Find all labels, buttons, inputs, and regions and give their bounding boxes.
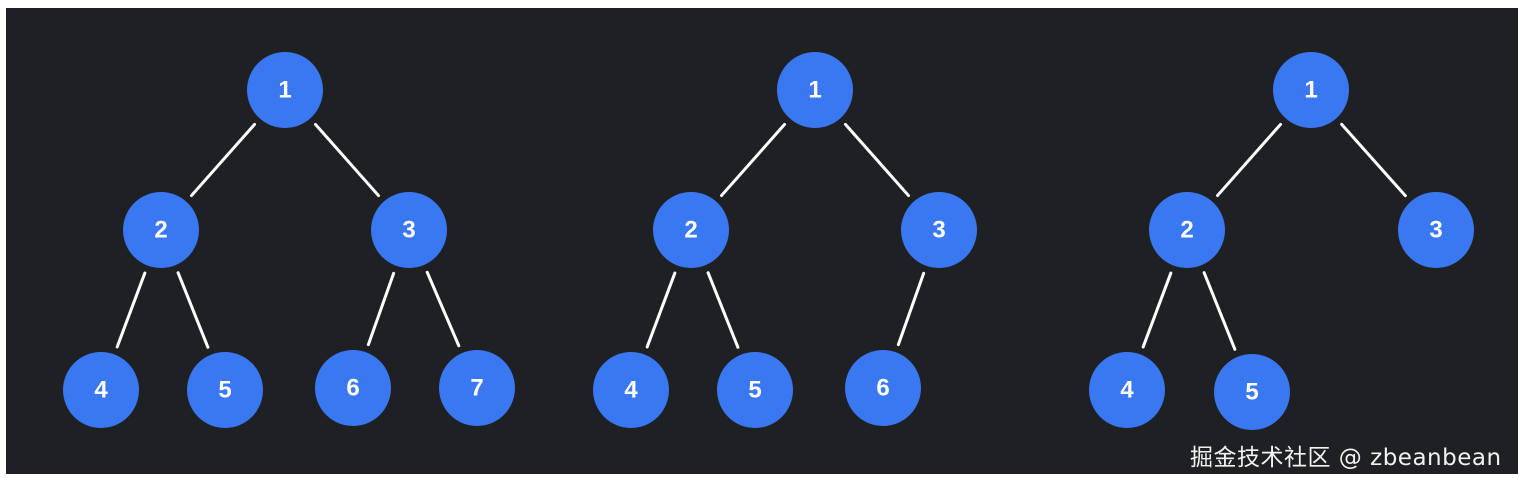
tree-1: 1 2 3 4 5 6 7 xyxy=(63,52,515,428)
node-label: 2 xyxy=(154,216,167,243)
node-circle xyxy=(63,352,139,428)
node-label: 4 xyxy=(624,376,638,403)
edge-2-4 xyxy=(115,271,147,349)
node-label: 7 xyxy=(470,374,483,401)
binary-trees-diagram: 1 2 3 4 5 6 7 1 2 3 4 5 6 1 2 3 4 5 xyxy=(63,52,1474,430)
node-label: 3 xyxy=(402,216,415,243)
node-circle xyxy=(247,52,323,128)
edge-1-2 xyxy=(719,122,787,198)
node-label: 2 xyxy=(684,216,697,243)
tree-node-2: 2 xyxy=(123,192,199,268)
tree-node-1: 1 xyxy=(247,52,323,128)
tree-2: 1 2 3 4 5 6 xyxy=(593,52,977,428)
node-circle xyxy=(1214,354,1290,430)
tree-node-5: 5 xyxy=(1214,354,1290,430)
tree-node-5: 5 xyxy=(717,352,793,428)
node-label: 5 xyxy=(1245,378,1258,405)
edge-1-2 xyxy=(1215,122,1283,198)
node-label: 5 xyxy=(218,376,231,403)
tree-node-7: 7 xyxy=(439,350,515,426)
node-label: 2 xyxy=(1180,216,1193,243)
node-circle xyxy=(717,352,793,428)
edge-2-4 xyxy=(1141,271,1173,349)
node-label: 1 xyxy=(278,76,291,103)
edge-3-6 xyxy=(366,271,396,347)
tree-node-2: 2 xyxy=(1149,192,1225,268)
node-label: 6 xyxy=(346,374,359,401)
node-label: 5 xyxy=(748,376,761,403)
watermark-text: 掘金技术社区 @ zbeanbean xyxy=(1190,445,1502,471)
node-label: 3 xyxy=(1429,216,1442,243)
edge-3-6 xyxy=(896,271,926,347)
edge-2-4 xyxy=(645,271,677,349)
edge-2-5 xyxy=(176,271,210,349)
node-circle xyxy=(901,192,977,268)
node-circle xyxy=(187,352,263,428)
tree-node-3: 3 xyxy=(1398,192,1474,268)
edge-1-2 xyxy=(189,122,257,198)
diagram-canvas: 1 2 3 4 5 6 7 1 2 3 4 5 6 1 2 3 4 5 掘金技术社区 @ zbeanbean xyxy=(6,8,1518,474)
tree-node-1: 1 xyxy=(777,52,853,128)
node-label: 6 xyxy=(876,374,889,401)
node-circle xyxy=(1273,52,1349,128)
node-circle xyxy=(653,192,729,268)
tree-node-6: 6 xyxy=(315,350,391,426)
edge-1-3 xyxy=(1340,122,1407,198)
node-circle xyxy=(123,192,199,268)
edge-1-3 xyxy=(843,122,911,198)
tree-3: 1 2 3 4 5 xyxy=(1089,52,1474,430)
tree-node-4: 4 xyxy=(63,352,139,428)
tree-node-6: 6 xyxy=(845,350,921,426)
node-label: 4 xyxy=(94,376,108,403)
node-circle xyxy=(315,350,391,426)
node-circle xyxy=(1149,192,1225,268)
edge-1-3 xyxy=(313,122,381,198)
edge-3-7 xyxy=(425,270,461,348)
node-circle xyxy=(1089,352,1165,428)
node-circle xyxy=(593,352,669,428)
node-circle xyxy=(777,52,853,128)
edge-2-5 xyxy=(1202,271,1237,351)
node-label: 1 xyxy=(808,76,821,103)
tree-node-2: 2 xyxy=(653,192,729,268)
tree-node-4: 4 xyxy=(1089,352,1165,428)
tree-node-5: 5 xyxy=(187,352,263,428)
tree-node-1: 1 xyxy=(1273,52,1349,128)
node-label: 1 xyxy=(1304,76,1317,103)
tree-node-3: 3 xyxy=(371,192,447,268)
node-label: 3 xyxy=(932,216,945,243)
node-label: 4 xyxy=(1120,376,1134,403)
node-circle xyxy=(439,350,515,426)
tree-node-4: 4 xyxy=(593,352,669,428)
tree-node-3: 3 xyxy=(901,192,977,268)
node-circle xyxy=(845,350,921,426)
edge-2-5 xyxy=(706,271,740,349)
node-circle xyxy=(371,192,447,268)
node-circle xyxy=(1398,192,1474,268)
